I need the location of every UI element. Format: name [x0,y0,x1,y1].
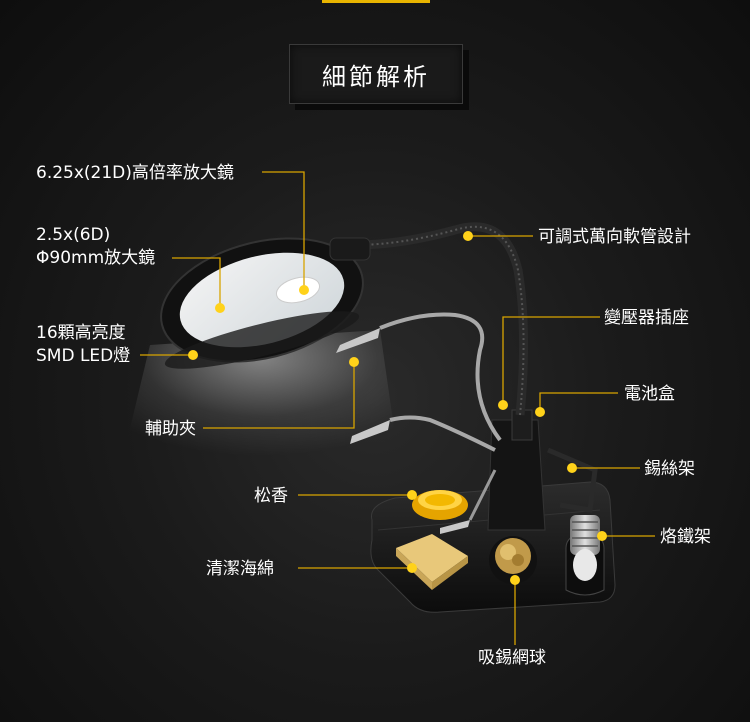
label-small-lens-power: 2.5x(6D) [36,225,111,245]
label-wire-ball: 吸錫網球 [478,648,546,668]
alligator-clip-1 [336,328,380,353]
iron-holder-spring [570,515,600,555]
label-small-lens-size: Φ90mm放大鏡 [36,248,156,268]
label-led-count: 16顆高亮度 [36,323,126,343]
label-adapter: 變壓器插座 [604,308,689,328]
top-accent-bar [322,0,430,3]
cleaning-sponge [396,534,468,582]
helping-hand-arm-1 [379,312,502,442]
callout-dots [188,231,607,585]
label-sponge: 清潔海綿 [206,559,274,579]
gooseneck-arm [354,222,529,416]
section-title: 細節解析 [289,44,463,104]
label-gooseneck: 可調式萬向軟管設計 [538,227,691,247]
label-iron-holder: 烙鐵架 [660,527,711,547]
helping-hand-arm-2 [389,415,496,452]
label-solder-rack: 錫絲架 [644,459,695,479]
label-battery: 電池盒 [624,384,675,404]
alligator-clip-2 [350,420,390,444]
label-led-type: SMD LED燈 [36,346,131,366]
small-lens [275,276,321,304]
solder-wire-rack [547,447,598,513]
label-clip: 輔助夾 [145,419,196,439]
callout-lines [140,171,655,645]
label-rosin: 松香 [254,486,288,506]
alligator-clip-3 [440,520,470,534]
label-magnifier: 6.25x(21D)高倍率放大鏡 [36,163,234,183]
